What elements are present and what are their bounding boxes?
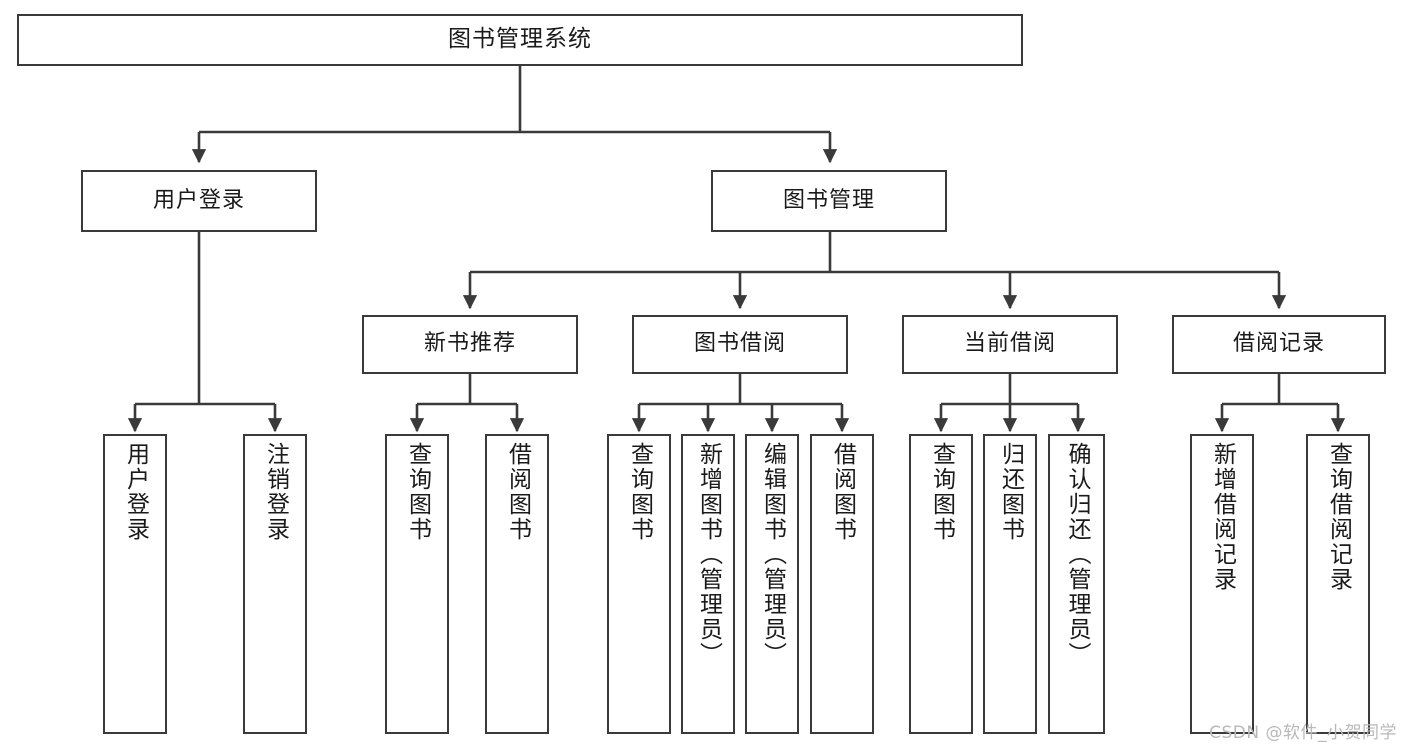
leaf-borrow-query-book-label: 查询图书 bbox=[626, 442, 653, 542]
node-root[interactable]: 图书管理系统 bbox=[17, 14, 1023, 66]
leaf-user-logout-label: 注销登录 bbox=[262, 442, 289, 542]
node-book-borrow-label: 图书借阅 bbox=[693, 331, 786, 357]
leaf-current-query-book-label: 查询图书 bbox=[928, 442, 955, 542]
leaf-user-logout[interactable]: 注销登录 bbox=[243, 434, 307, 734]
leaf-borrow-borrow-book[interactable]: 借阅图书 bbox=[810, 434, 874, 734]
node-borrow-record[interactable]: 借阅记录 bbox=[1172, 315, 1386, 374]
node-book-borrow[interactable]: 图书借阅 bbox=[632, 315, 848, 374]
leaf-newbook-borrow-book-label: 借阅图书 bbox=[504, 442, 531, 542]
node-new-book-recommend-label: 新书推荐 bbox=[423, 331, 516, 357]
leaf-user-login-label: 用户登录 bbox=[122, 442, 149, 542]
leaf-user-login[interactable]: 用户登录 bbox=[103, 434, 167, 734]
leaf-current-confirm-return[interactable]: 确认归还（管理员） bbox=[1048, 434, 1105, 734]
leaf-newbook-query-book-label: 查询图书 bbox=[404, 442, 431, 542]
node-current-borrow[interactable]: 当前借阅 bbox=[902, 315, 1118, 374]
leaf-record-add-record[interactable]: 新增借阅记录 bbox=[1190, 434, 1254, 734]
leaf-borrow-edit-book[interactable]: 编辑图书（管理员） bbox=[745, 434, 799, 734]
node-current-borrow-label: 当前借阅 bbox=[963, 331, 1056, 357]
leaf-newbook-borrow-book[interactable]: 借阅图书 bbox=[485, 434, 549, 734]
node-book-management[interactable]: 图书管理 bbox=[711, 170, 947, 232]
node-root-label: 图书管理系统 bbox=[448, 26, 592, 53]
leaf-record-query-record-label: 查询借阅记录 bbox=[1325, 442, 1352, 592]
leaf-borrow-edit-book-label: 编辑图书（管理员） bbox=[759, 442, 786, 667]
leaf-current-query-book[interactable]: 查询图书 bbox=[909, 434, 973, 734]
leaf-record-query-record[interactable]: 查询借阅记录 bbox=[1306, 434, 1370, 734]
node-user-login[interactable]: 用户登录 bbox=[81, 170, 317, 232]
leaf-borrow-add-book[interactable]: 新增图书（管理员） bbox=[681, 434, 735, 734]
leaf-current-confirm-return-label: 确认归还（管理员） bbox=[1064, 442, 1090, 667]
node-book-management-label: 图书管理 bbox=[782, 187, 875, 213]
leaf-borrow-borrow-book-label: 借阅图书 bbox=[829, 442, 856, 542]
node-borrow-record-label: 借阅记录 bbox=[1232, 331, 1325, 357]
csdn-watermark: CSDN @软件_小贺同学 bbox=[1209, 723, 1397, 743]
leaf-borrow-add-book-label: 新增图书（管理员） bbox=[695, 442, 722, 667]
leaf-borrow-query-book[interactable]: 查询图书 bbox=[607, 434, 671, 734]
leaf-current-return-book[interactable]: 归还图书 bbox=[983, 434, 1037, 734]
node-new-book-recommend[interactable]: 新书推荐 bbox=[362, 315, 578, 374]
leaf-current-return-book-label: 归还图书 bbox=[997, 442, 1024, 542]
node-user-login-label: 用户登录 bbox=[152, 187, 245, 213]
leaf-record-add-record-label: 新增借阅记录 bbox=[1209, 442, 1236, 592]
leaf-newbook-query-book[interactable]: 查询图书 bbox=[385, 434, 449, 734]
